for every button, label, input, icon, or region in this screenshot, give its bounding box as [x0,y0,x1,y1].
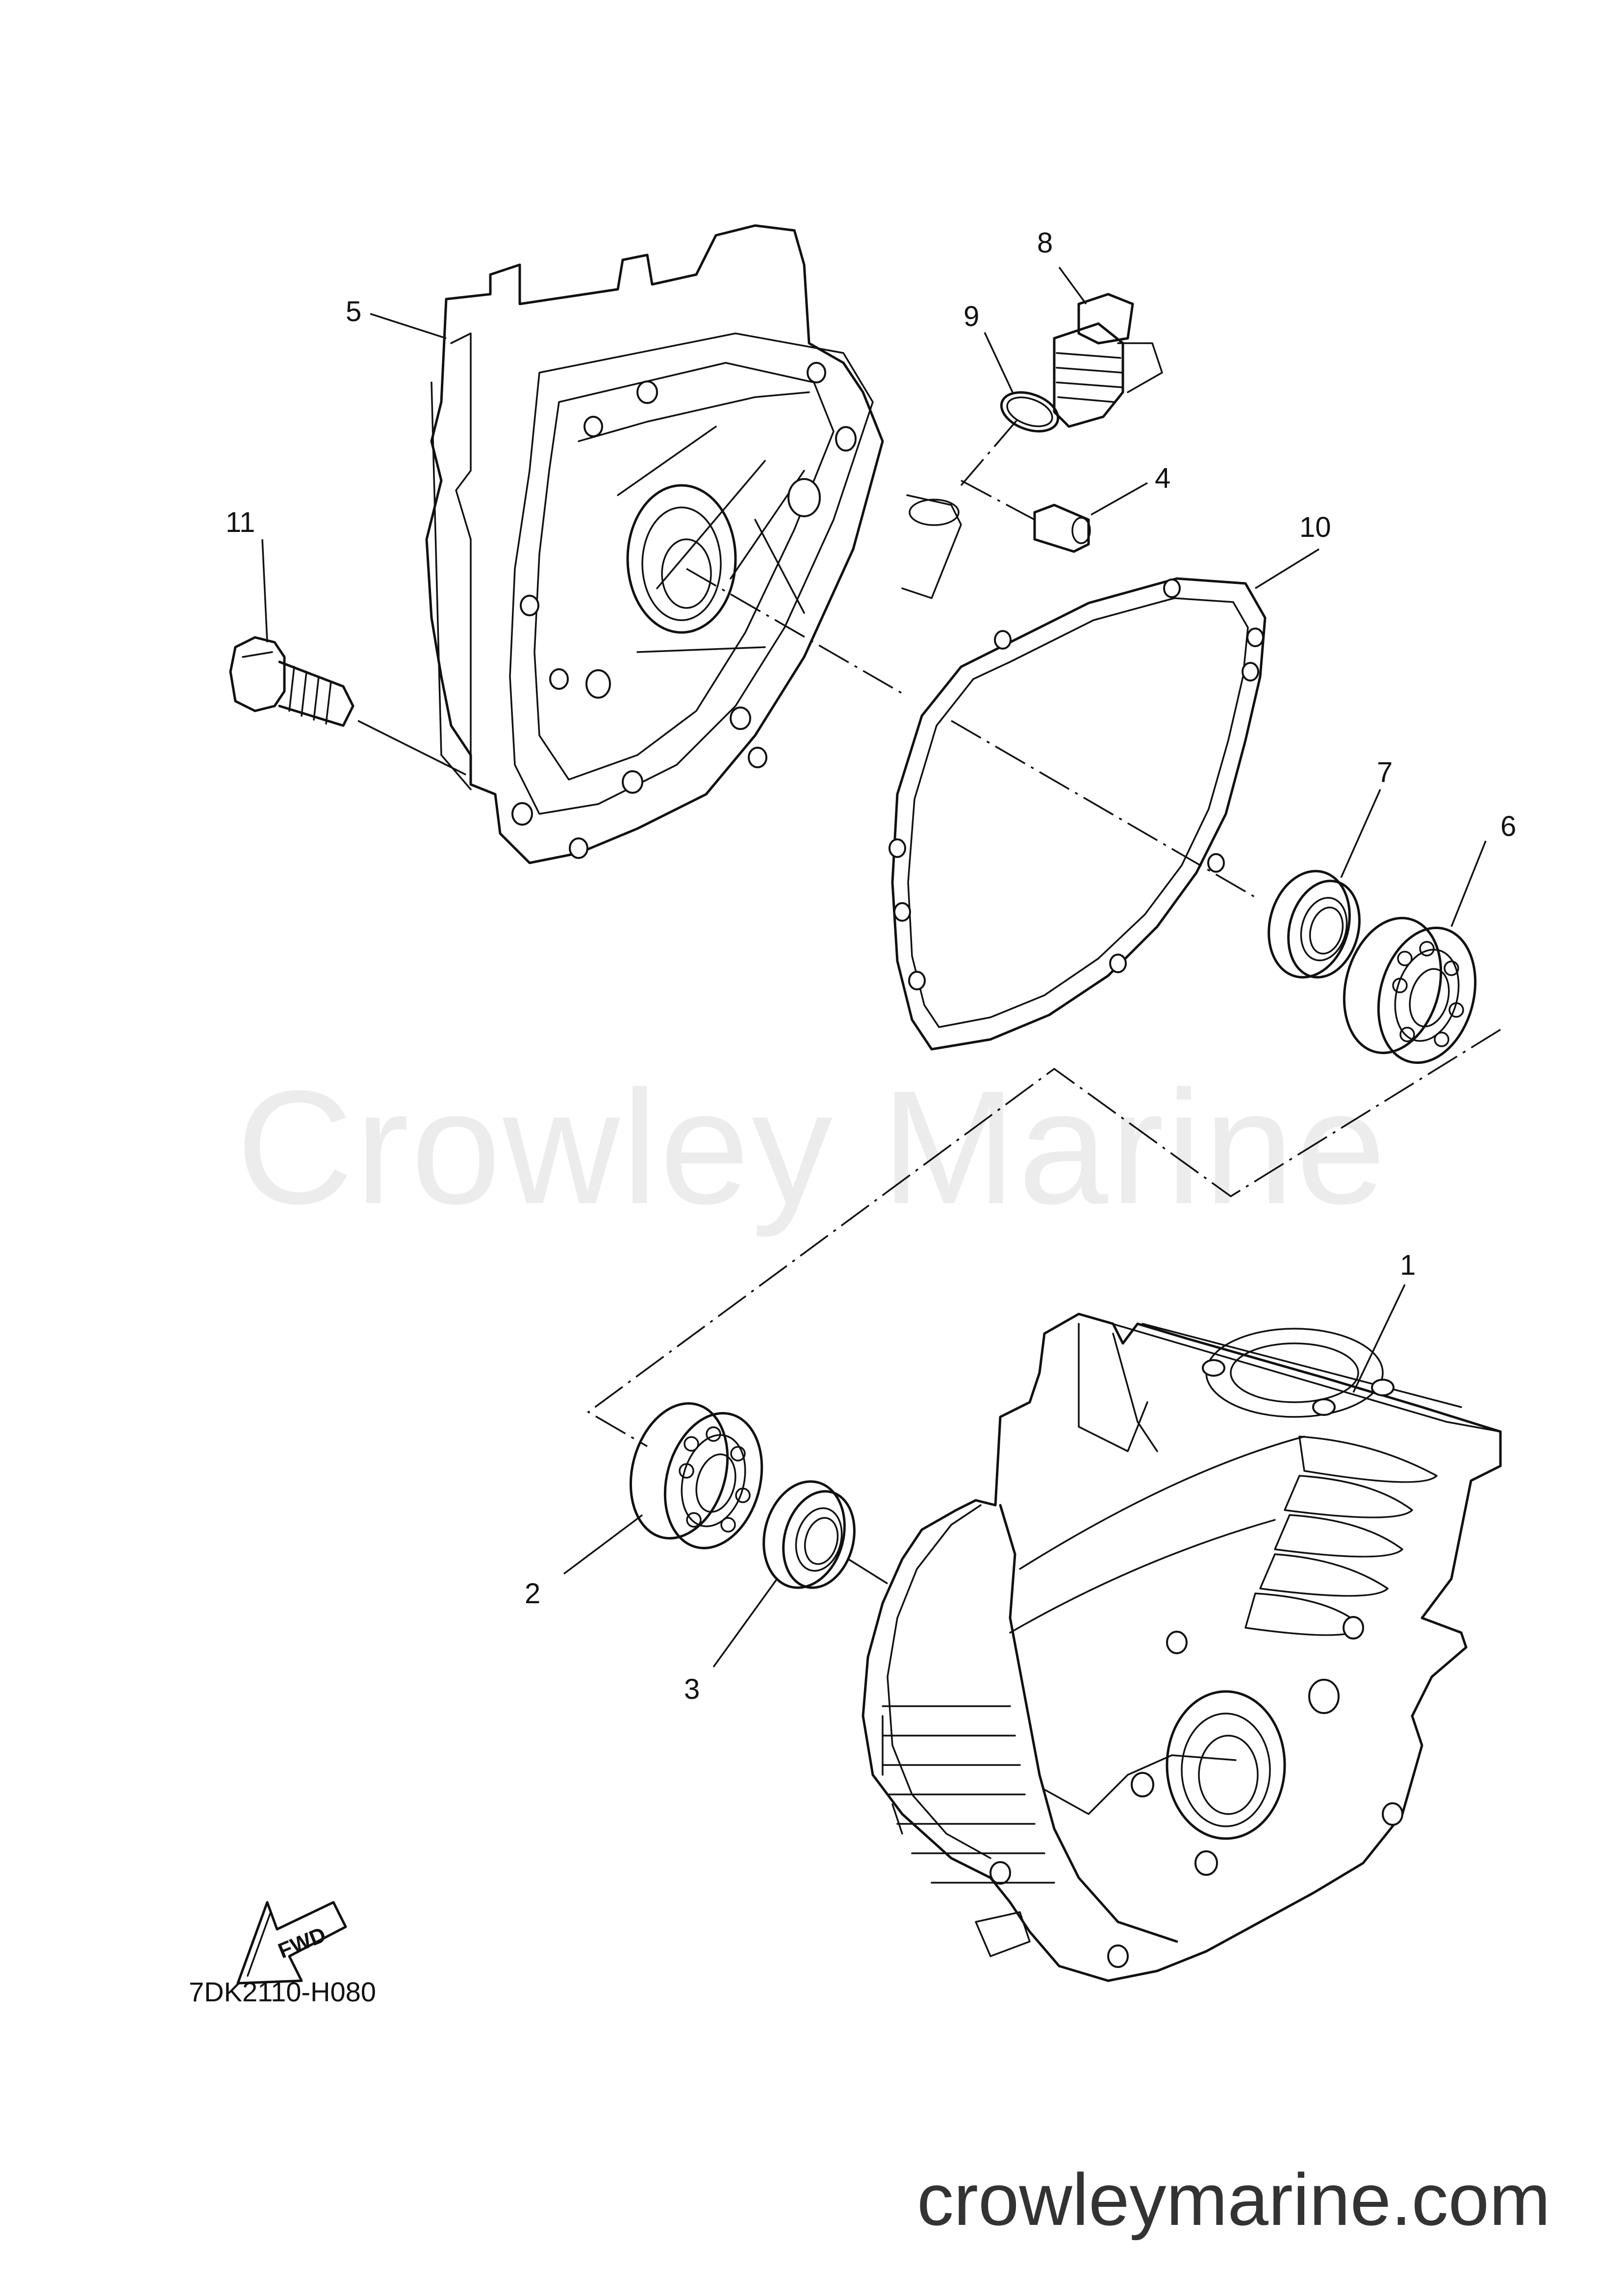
part-7-oil-seal[interactable] [1257,862,1370,986]
part-4-dowel-pin[interactable] [1033,504,1091,553]
part-2-bearing[interactable] [616,1392,776,1559]
callout-leaders [261,266,1487,1668]
diagram-code: 7DK2110-H080 [189,1976,376,2007]
callout-2: 2 [525,1578,540,1610]
callout-8: 8 [1037,227,1053,259]
part-10-gasket[interactable] [888,577,1267,1051]
part-1-crankcase[interactable] [862,1312,1502,1982]
callout-3: 3 [684,1673,700,1705]
part-3-oil-seal[interactable] [752,1472,864,1597]
callout-5: 5 [346,296,361,328]
callout-4: 4 [1155,462,1170,494]
callout-7: 7 [1377,757,1393,788]
part-8-plug[interactable] [1053,293,1163,428]
part-6-bearing[interactable] [1330,907,1490,1074]
callout-9: 9 [964,301,979,332]
callout-10: 10 [1299,511,1331,543]
fwd-label: FWD [275,1922,329,1963]
site-url[interactable]: crowleymarine.com [917,2158,1550,2241]
watermark: Crowley Marine [236,1057,1388,1237]
assembly-lines [357,416,1501,1585]
callout-labels: 1 2 3 4 5 6 7 8 9 10 11 [226,227,1516,1705]
part-11-bolt[interactable] [229,636,355,727]
callout-11: 11 [226,506,255,538]
part-5-crankcase-cover[interactable] [425,224,962,864]
part-9-o-ring[interactable] [996,385,1063,439]
callout-1: 1 [1400,1249,1416,1281]
forward-arrow-icon: FWD [236,1901,347,1985]
callout-6: 6 [1500,810,1516,842]
